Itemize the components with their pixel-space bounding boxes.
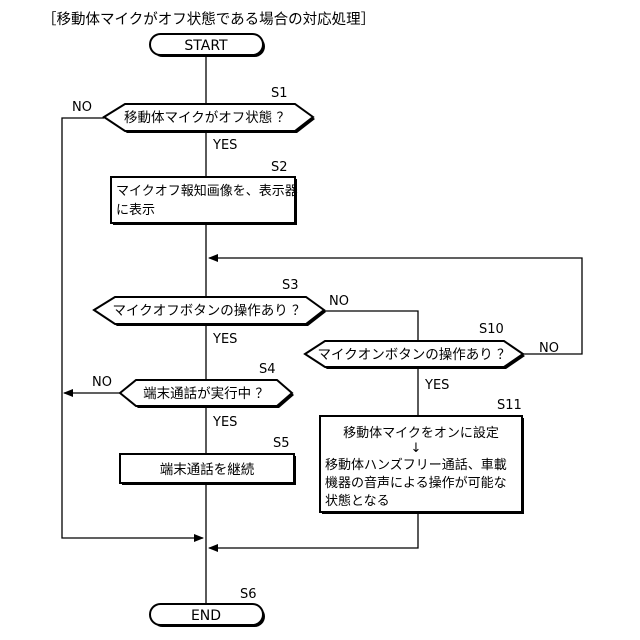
s1-yes-label: YES bbox=[212, 138, 237, 153]
s10-no-label: NO bbox=[539, 341, 559, 356]
connectors bbox=[62, 55, 582, 603]
s4-step-id: S4 bbox=[259, 362, 276, 377]
decision-s1: 移動体マイクがオフ状態 ？ S1 bbox=[104, 86, 315, 133]
s3-no-label: NO bbox=[329, 294, 349, 309]
start-terminal: START bbox=[150, 34, 265, 57]
s2-text-line2: に表示 bbox=[116, 203, 155, 218]
s5-step-id: S5 bbox=[273, 436, 290, 451]
s11-text-line3: 機器の音声による操作が可能な bbox=[325, 475, 507, 491]
s1-text: 移動体マイクがオフ状態 ？ bbox=[124, 110, 290, 126]
diagram-title: ［移動体マイクがオフ状態である場合の対応処理］ bbox=[42, 11, 375, 28]
s11-text-line4: 状態となる bbox=[325, 493, 390, 509]
s1-step-id: S1 bbox=[271, 86, 288, 101]
s3-text: マイクオフボタンの操作あり ？ bbox=[112, 303, 305, 319]
process-s11: 移動体マイクをオンに設定 ↓ 移動体ハンズフリー通話、車載 機器の音声による操作… bbox=[320, 398, 524, 514]
s4-no-label: NO bbox=[92, 375, 112, 390]
s1-no-label: NO bbox=[72, 100, 92, 115]
end-terminal: END S6 bbox=[150, 587, 265, 627]
process-s2: マイクオフ報知画像を、表示器 に表示 S2 bbox=[111, 160, 298, 225]
s3-step-id: S3 bbox=[282, 278, 299, 293]
s5-text: 端末通話を継続 bbox=[160, 461, 255, 478]
decision-s10: マイクオンボタンの操作あり ？ S10 bbox=[305, 322, 525, 369]
s10-yes-label: YES bbox=[424, 378, 449, 393]
start-label: START bbox=[184, 38, 228, 54]
s6-step-id: S6 bbox=[240, 587, 257, 602]
s11-text-line1: 移動体マイクをオンに設定 bbox=[343, 425, 499, 441]
s11-down-arrow: ↓ bbox=[411, 441, 422, 456]
s11-step-id: S11 bbox=[497, 398, 522, 413]
s2-step-id: S2 bbox=[271, 160, 288, 175]
process-s5: 端末通話を継続 S5 bbox=[120, 436, 296, 485]
s4-text: 端末通話が実行中 ？ bbox=[143, 385, 269, 402]
s4-yes-label: YES bbox=[212, 415, 237, 430]
s3-yes-label: YES bbox=[212, 332, 237, 347]
decision-s3: マイクオフボタンの操作あり ？ S3 bbox=[94, 278, 326, 326]
end-label: END bbox=[191, 608, 221, 624]
s2-text-line1: マイクオフ報知画像を、表示器 bbox=[116, 183, 298, 199]
s11-text-line2: 移動体ハンズフリー通話、車載 bbox=[325, 457, 507, 473]
s10-text: マイクオンボタンの操作あり ？ bbox=[317, 347, 510, 363]
decision-s4: 端末通話が実行中 ？ S4 bbox=[120, 362, 294, 408]
s10-step-id: S10 bbox=[479, 322, 504, 337]
